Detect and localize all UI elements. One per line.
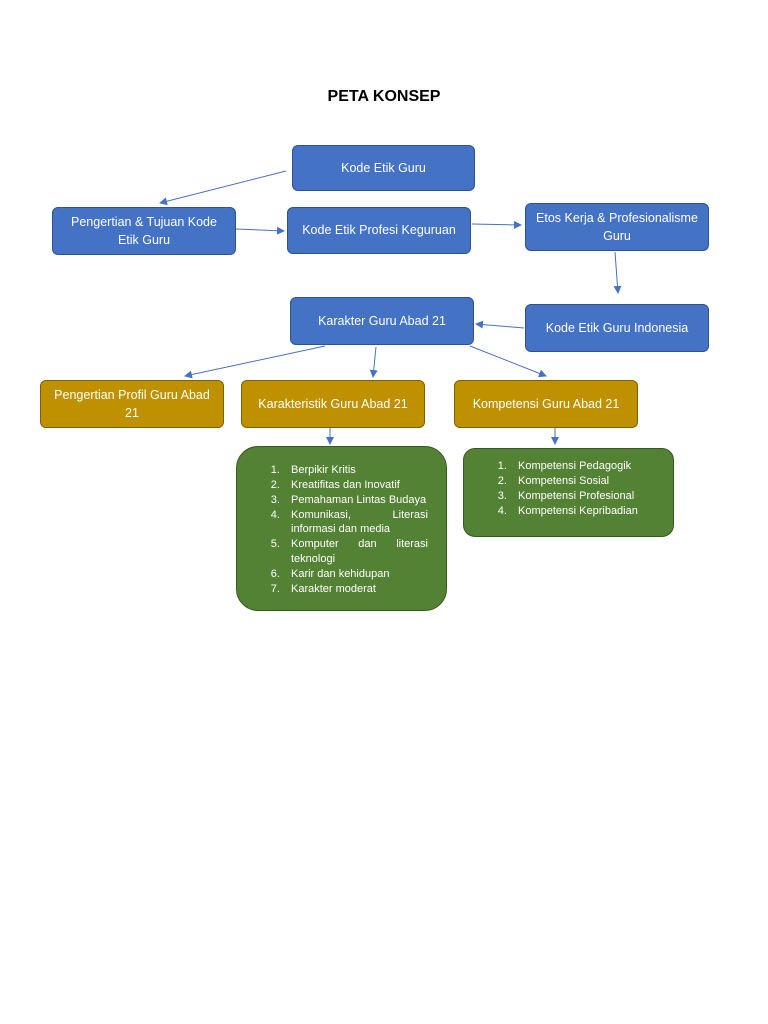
arrow-karakter-to-karakteristik	[369, 346, 378, 378]
arrow-pengertian-to-profesi	[235, 226, 285, 235]
arrow-etos-to-indonesia	[613, 251, 622, 294]
arrow-karakter-to-profil	[184, 345, 326, 379]
node-etos-kerja: Etos Kerja & Profesionalisme Guru	[525, 203, 709, 251]
list-item: Berpikir Kritis	[283, 463, 428, 478]
list-item: Kreatifitas dan Inovatif	[283, 478, 428, 493]
list-item: Karakter moderat	[283, 582, 428, 597]
node-pengertian-profil: Pengertian Profil Guru Abad 21	[40, 380, 224, 428]
list-item: Kompetensi Profesional	[510, 489, 663, 504]
node-kode-etik-indonesia: Kode Etik Guru Indonesia	[525, 304, 709, 352]
list-item: Kompetensi Kepribadian	[510, 504, 663, 519]
list-item: Pemahaman Lintas Budaya	[283, 493, 428, 508]
node-kode-etik-profesi: Kode Etik Profesi Keguruan	[287, 207, 471, 254]
node-pengertian-tujuan: Pengertian & Tujuan Kode Etik Guru	[52, 207, 236, 255]
kompetensi-list: Kompetensi Pedagogik Kompetensi Sosial K…	[464, 459, 663, 518]
node-kode-etik-guru: Kode Etik Guru	[292, 145, 475, 191]
arrow-indonesia-to-karakter	[475, 320, 525, 329]
karakteristik-list: Berpikir Kritis Kreatifitas dan Inovatif…	[237, 463, 428, 597]
list-item: Kompetensi Pedagogik	[510, 459, 663, 474]
list-item: Kompetensi Sosial	[510, 474, 663, 489]
node-karakteristik-guru: Karakteristik Guru Abad 21	[241, 380, 425, 428]
list-item: Komputer dan literasi teknologi	[283, 537, 428, 567]
arrow-profesi-to-etos	[471, 220, 522, 229]
kompetensi-list-box: Kompetensi Pedagogik Kompetensi Sosial K…	[463, 448, 674, 537]
node-kompetensi-guru: Kompetensi Guru Abad 21	[454, 380, 638, 428]
list-item: Karir dan kehidupan	[283, 567, 428, 582]
arrow-karakter-to-kompetensi	[469, 345, 547, 378]
page-title: PETA KONSEP	[327, 88, 441, 105]
karakteristik-list-box: Berpikir Kritis Kreatifitas dan Inovatif…	[236, 446, 447, 611]
node-karakter-guru: Karakter Guru Abad 21	[290, 297, 474, 345]
arrow-kode-etik-to-pengertian	[159, 170, 287, 206]
list-item: Komunikasi, Literasi informasi dan media	[283, 508, 428, 538]
